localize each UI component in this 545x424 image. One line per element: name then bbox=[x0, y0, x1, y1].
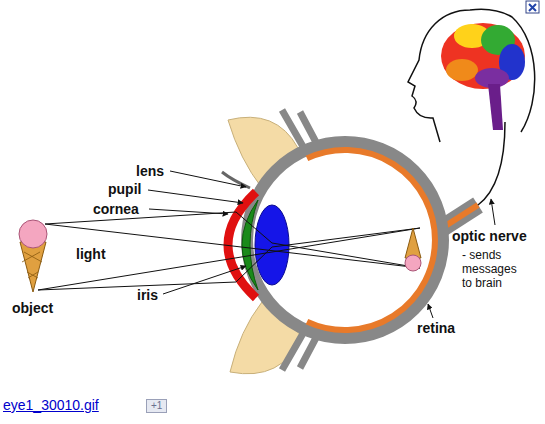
leader-line bbox=[428, 304, 433, 318]
part-label: object bbox=[12, 300, 53, 316]
leader-line bbox=[149, 209, 228, 214]
brain-stem bbox=[488, 84, 503, 130]
light-ray bbox=[45, 212, 420, 268]
close-icon-cross bbox=[529, 4, 536, 11]
light-ray bbox=[38, 228, 420, 290]
close-icon bbox=[526, 1, 539, 13]
brain bbox=[441, 23, 525, 89]
button-text: +1 bbox=[151, 400, 162, 411]
part-label: lens bbox=[136, 163, 164, 179]
part-label: light bbox=[76, 246, 106, 262]
image-cone bbox=[405, 228, 421, 258]
part-label: iris bbox=[137, 287, 158, 303]
counter-button: +1 bbox=[146, 399, 167, 413]
brain-region bbox=[446, 59, 478, 81]
part-label: retina bbox=[417, 320, 455, 336]
nerve-line bbox=[478, 122, 505, 205]
file-link: eye1_30010.gif bbox=[3, 397, 99, 413]
part-label: optic nerve bbox=[452, 228, 527, 244]
light-ray bbox=[38, 228, 420, 290]
part-label: cornea bbox=[93, 201, 139, 217]
leader-line bbox=[170, 171, 246, 187]
leader-line bbox=[148, 190, 243, 203]
leader-line bbox=[491, 199, 495, 225]
image-scoop bbox=[405, 255, 421, 271]
part-label: pupil bbox=[108, 181, 141, 197]
leader-line bbox=[163, 266, 246, 294]
cone-pattern bbox=[22, 252, 42, 278]
note-text: - sends messages to brain bbox=[462, 248, 522, 290]
light-ray bbox=[45, 224, 420, 268]
ice-cream-scoop bbox=[19, 220, 47, 248]
head-outline bbox=[408, 9, 535, 142]
eyelid bbox=[222, 172, 250, 188]
ice-cream-cone bbox=[20, 242, 46, 292]
